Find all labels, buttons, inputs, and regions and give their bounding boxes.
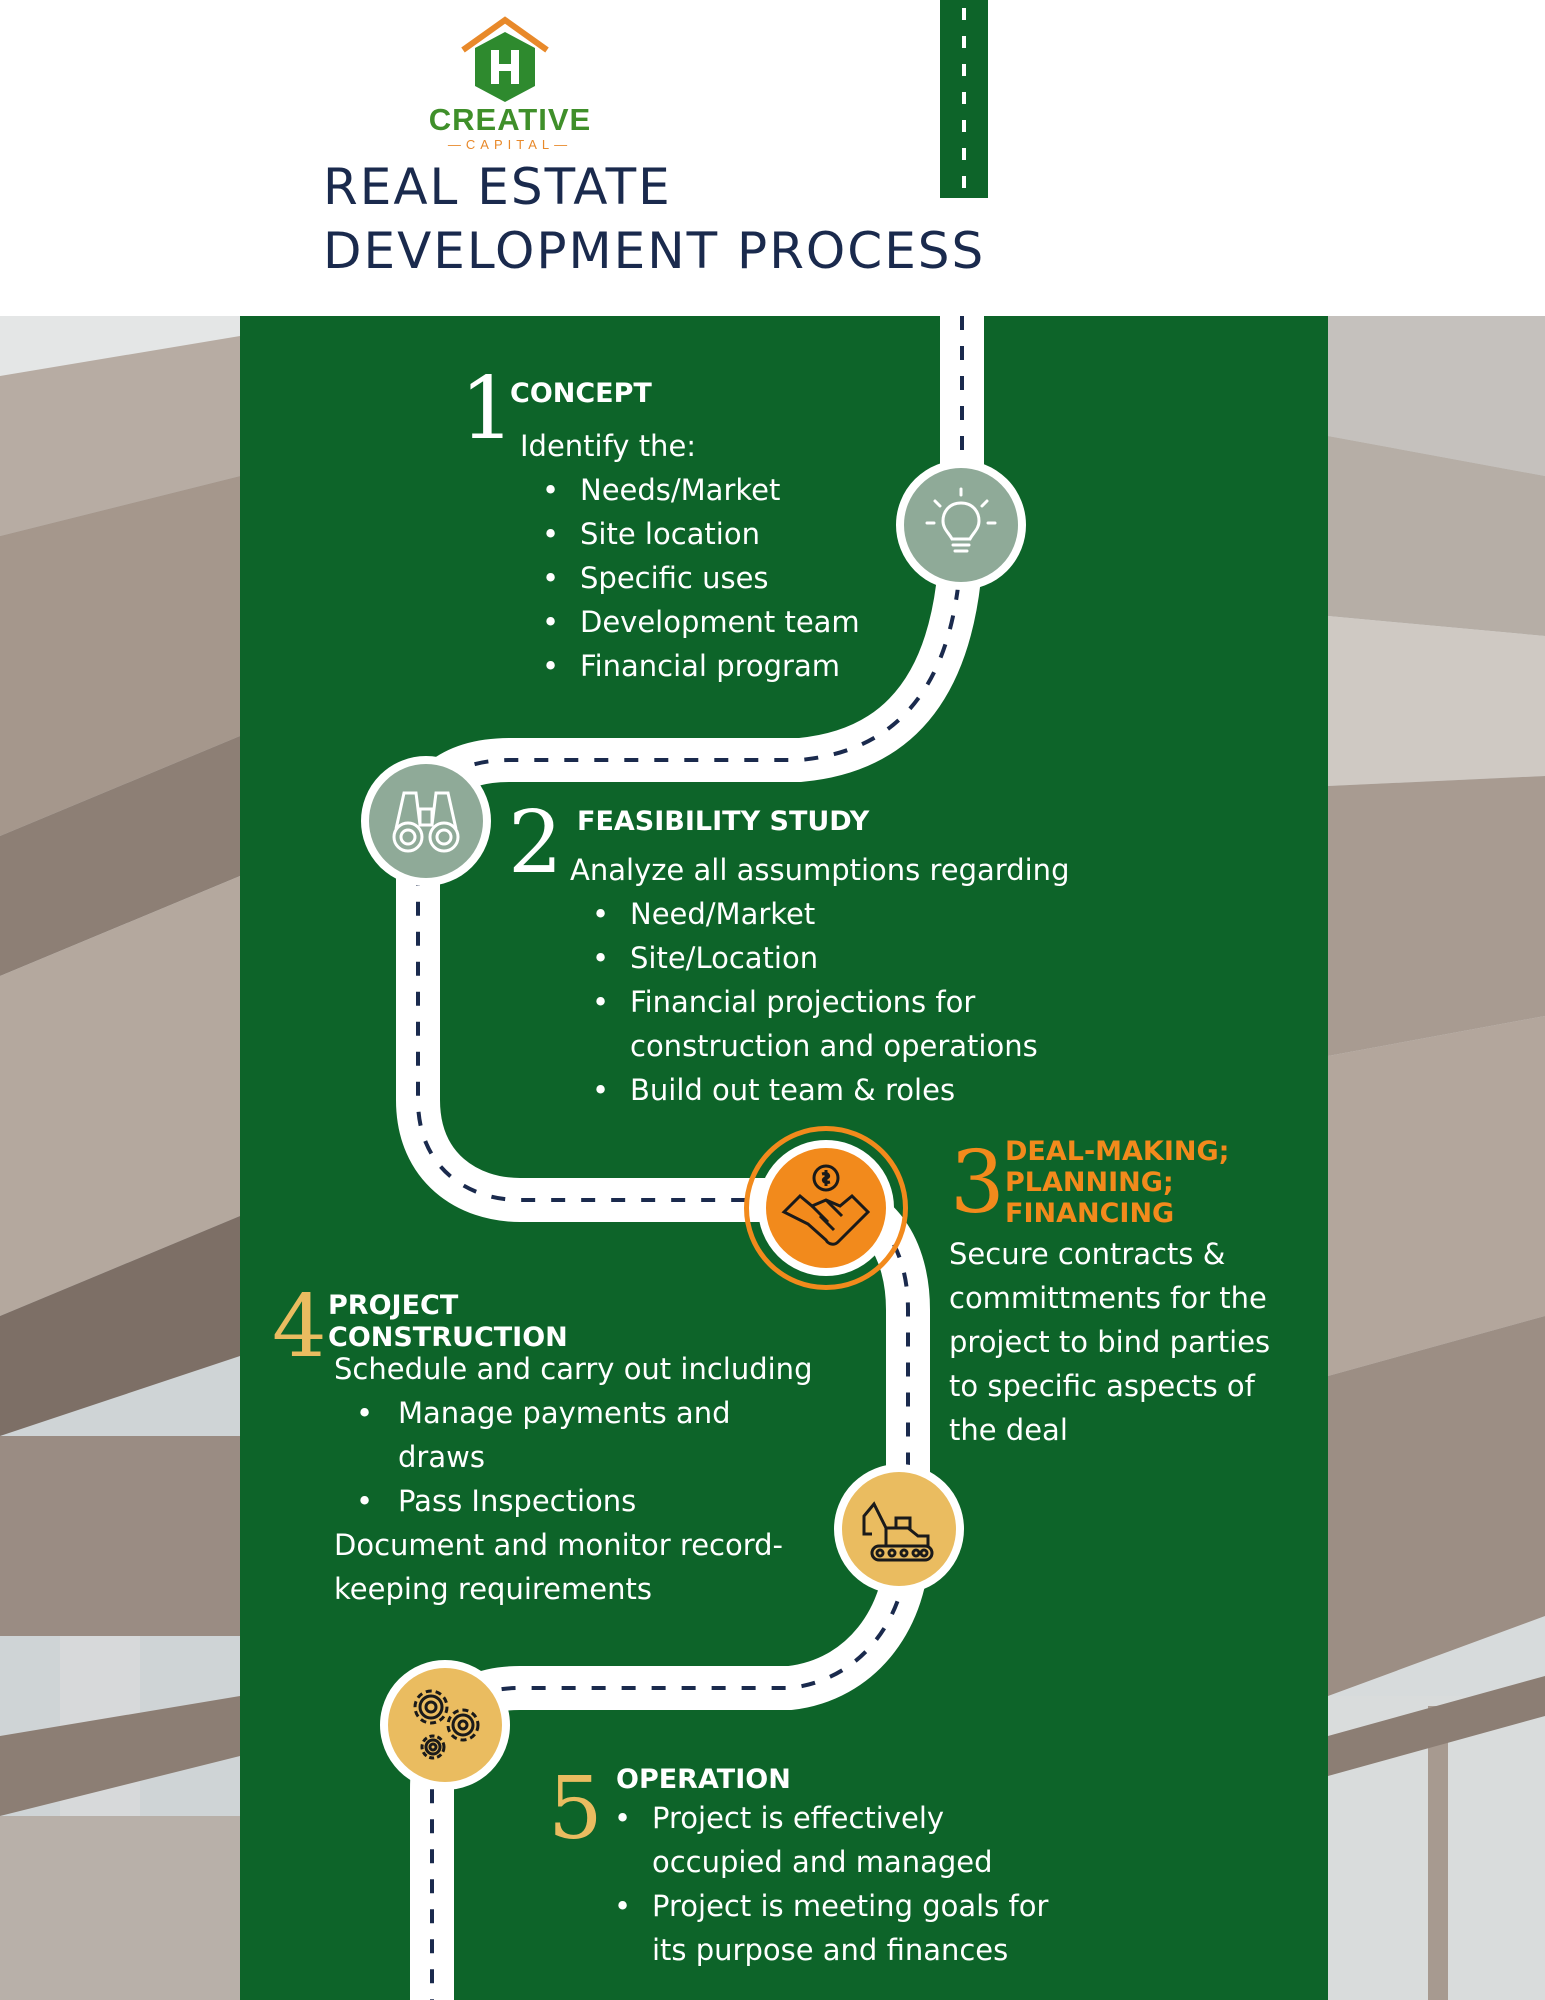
step-3-number: 3 xyxy=(950,1133,1005,1233)
step-2-bullet: Build out team & roles xyxy=(570,1068,1070,1112)
gears-icon xyxy=(413,1689,480,1760)
step-4-bullet: Pass Inspections xyxy=(334,1479,834,1523)
step-2-bullet: Financial projections for construction a… xyxy=(570,980,1050,1068)
step-4-title-line: CONSTRUCTION xyxy=(328,1322,568,1353)
page-title-line-1: REAL ESTATE xyxy=(323,158,672,216)
step-1-bullet: Specific uses xyxy=(520,556,920,600)
step-3-desc-line: to specific aspects of xyxy=(949,1369,1255,1403)
step-5-title: OPERATION xyxy=(616,1764,791,1795)
construction-photo-left xyxy=(0,316,240,2000)
step-4-outro-line: keeping requirements xyxy=(334,1572,652,1606)
step-4-intro: Schedule and carry out including xyxy=(334,1352,813,1386)
step-5-description: Project is effectively occupied and mana… xyxy=(592,1796,1072,1972)
step-4-description: Schedule and carry out including Manage … xyxy=(334,1347,834,1611)
header-road-segment-icon xyxy=(940,0,988,198)
construction-photo-right xyxy=(1328,316,1545,2000)
step-2-bullet: Need/Market xyxy=(570,892,1070,936)
step-1-description: Identify the: Needs/Market Site location… xyxy=(520,424,920,688)
lightbulb-icon xyxy=(925,487,997,553)
step-2-intro: Analyze all assumptions regarding xyxy=(570,853,1070,887)
deal-making-badge xyxy=(758,1140,894,1276)
step-3-description: Secure contracts & committments for the … xyxy=(949,1232,1319,1452)
step-3-desc-line: the deal xyxy=(949,1413,1068,1447)
step-3-title-line: FINANCING xyxy=(1005,1198,1175,1229)
step-5-bullet: Project is effectively occupied and mana… xyxy=(592,1796,1022,1884)
page-title-line-2: DEVELOPMENT PROCESS xyxy=(323,222,986,280)
step-3-desc-line: project to bind parties xyxy=(949,1325,1271,1359)
step-2-bullet: Site/Location xyxy=(570,936,1070,980)
step-4-title-line: PROJECT xyxy=(328,1290,459,1321)
construction-badge xyxy=(834,1464,964,1594)
step-1-number: 1 xyxy=(460,359,515,459)
step-3-title-line: PLANNING; xyxy=(1005,1167,1174,1198)
deal-making-badge-ring xyxy=(744,1126,908,1290)
step-4-outro-line: Document and monitor record- xyxy=(334,1528,784,1562)
step-4-title: PROJECT CONSTRUCTION xyxy=(328,1290,568,1354)
step-1-title: CONCEPT xyxy=(510,378,652,409)
step-3-desc-line: committments for the xyxy=(949,1281,1267,1315)
step-2-description: Analyze all assumptions regarding Need/M… xyxy=(570,848,1070,1112)
step-1-bullet: Development team xyxy=(520,600,920,644)
step-3-title-line: DEAL-MAKING; xyxy=(1005,1136,1230,1167)
step-5-bullet: Project is meeting goals for its purpose… xyxy=(592,1884,1052,1972)
step-1-bullet: Financial program xyxy=(520,644,920,688)
step-4-bullet: Manage payments and draws xyxy=(334,1391,738,1479)
step-3-desc-line: Secure contracts & xyxy=(949,1237,1226,1271)
step-4-number: 4 xyxy=(272,1277,327,1377)
step-2-number: 2 xyxy=(508,793,563,893)
handshake-dollar-icon xyxy=(781,1164,871,1246)
excavator-icon xyxy=(862,1501,934,1562)
feasibility-badge xyxy=(361,756,491,886)
step-1-bullet: Site location xyxy=(520,512,920,556)
binoculars-icon xyxy=(392,791,460,853)
brand-name: CREATIVE xyxy=(428,102,592,137)
brand-subtitle: —CAPITAL— xyxy=(447,137,573,152)
step-2-title: FEASIBILITY STUDY xyxy=(577,806,870,837)
step-1-bullet: Needs/Market xyxy=(520,468,920,512)
step-1-intro: Identify the: xyxy=(520,429,697,463)
header: CREATIVE —CAPITAL— REAL ESTATE DEVELOPME… xyxy=(0,0,1545,316)
creative-capital-logo-icon xyxy=(461,16,549,102)
operation-badge xyxy=(380,1660,510,1790)
step-3-title: DEAL-MAKING; PLANNING; FINANCING xyxy=(1005,1136,1229,1229)
